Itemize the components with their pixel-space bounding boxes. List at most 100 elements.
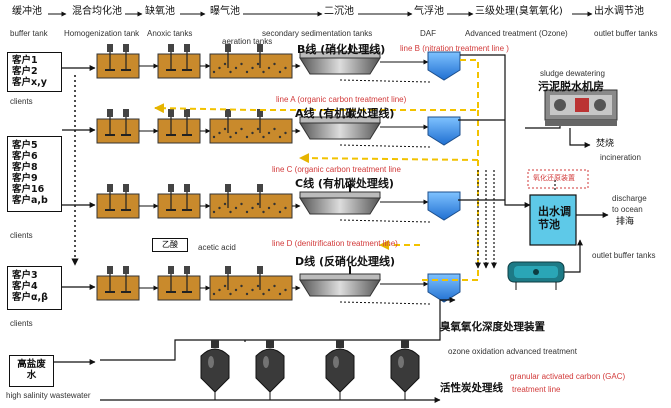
sludge-cn: 污泥脱水机房 <box>538 80 604 93</box>
line-b-mixer-1 <box>123 44 129 52</box>
line-a-aeration-tank <box>209 118 293 144</box>
saline-en: high salinity wastewater <box>6 391 91 400</box>
outlet-buffer-tank <box>529 194 577 246</box>
line-b-homog-tank <box>96 53 140 79</box>
stage-ozone-en: Advanced treatment (Ozone) <box>465 29 568 38</box>
line-d-aerator <box>225 266 231 274</box>
line-b-daf-tank <box>427 51 461 81</box>
discharge-cn: 排海 <box>616 217 635 227</box>
line-b-mixer-2 <box>168 44 174 52</box>
line-b-aeration-tank <box>209 53 293 79</box>
line-a-mixer-2 <box>168 109 174 117</box>
line-c-aeration-tank <box>209 193 293 219</box>
line-b-row <box>96 44 461 83</box>
gac-en-2: treatment line <box>512 385 561 394</box>
reduction-device <box>527 169 589 189</box>
client-2: 客户2 <box>12 66 38 77</box>
client-ab: 客户a,b <box>12 195 48 206</box>
line-c-mixer-2 <box>168 184 174 192</box>
line-d-mixer-0 <box>107 266 113 274</box>
line-b-sedimentation-tank <box>299 57 381 75</box>
outlet-buffer-en: outlet buffer tanks <box>592 251 656 260</box>
line-b-aerator <box>225 44 231 52</box>
acetic-cn: 乙酸 <box>162 240 178 249</box>
stage-homog-en: Homogenization tank <box>64 29 140 38</box>
line-c-daf-tank <box>427 191 461 221</box>
gac-column-4 <box>390 340 420 400</box>
stage-aeration-cn: 曝气池 <box>210 6 240 17</box>
outlet-tank-label: 出水调 节池 <box>538 205 571 231</box>
line-c-anoxic-tank <box>157 193 201 219</box>
line-a-daf-tank <box>427 116 461 146</box>
line-a-anoxic-tank <box>157 118 201 144</box>
client-box-3: 客户3 客户4 客户α,β <box>7 266 62 310</box>
client-1: 客户1 <box>12 55 38 66</box>
line-a-aerator <box>225 109 231 117</box>
line-d-en: line D (denitrification treatment line) <box>272 239 398 248</box>
line-a-mixer-0 <box>107 109 113 117</box>
line-a-mixer-1 <box>123 109 129 117</box>
incineration-en: incineration <box>600 153 641 162</box>
discharge-en-2: to ocean <box>612 205 643 214</box>
outlet-flows <box>100 54 609 361</box>
line-d-homog-tank <box>96 275 140 301</box>
clients-label-1: clients <box>10 97 33 106</box>
client-feed-arrows <box>54 65 96 365</box>
stage-anoxic-cn: 缺氧池 <box>145 6 175 17</box>
acetic-box: 乙酸 <box>152 238 188 252</box>
outlet-tank-cn-2: 节池 <box>538 218 560 231</box>
line-a-aerator <box>257 109 263 117</box>
gac-column-3 <box>325 340 355 400</box>
line-c-aerator <box>257 184 263 192</box>
discharge-en-1: discharge <box>612 194 647 203</box>
clients-label-2: clients <box>10 231 33 240</box>
client-9: 客户9 <box>12 173 38 184</box>
client-xy: 客户x,y <box>12 77 47 88</box>
line-d-daf-tank <box>427 273 461 303</box>
stage-buffer-cn: 缓冲池 <box>12 6 42 17</box>
ozone-cn: 臭氧氧化深度处理装置 <box>440 321 545 333</box>
sludge-en: sludge dewatering <box>540 69 605 78</box>
line-b-en: line B (nitration treatment line ) <box>400 44 509 53</box>
client-3: 客户3 <box>12 270 38 281</box>
client-box-2: 客户5 客户6 客户8 客户9 客户16 客户a,b <box>7 136 62 212</box>
line-a-title: A线 (有机碳处理线) <box>295 107 395 120</box>
incineration-cn: 焚烧 <box>596 139 615 149</box>
line-c-en: line C (organic carbon treatment line <box>272 165 401 174</box>
line-d-aeration-tank <box>209 275 293 301</box>
line-d-title: D线 (反硝化处理线) <box>295 255 396 268</box>
client-5: 客户5 <box>12 140 38 151</box>
line-c-title: C线 (有机碳处理线) <box>295 177 394 190</box>
line-a-homog-tank <box>96 118 140 144</box>
line-d-row <box>96 266 461 305</box>
stage-sedi-en: secondary sedimentation tanks <box>262 29 373 38</box>
ozone-en: ozone oxidation advanced treatment <box>448 347 577 356</box>
stage-outlet-en: outlet buffer tanks <box>594 29 658 38</box>
ozone-feed <box>475 170 497 269</box>
client-8: 客户8 <box>12 162 38 173</box>
reduction-device-label: 氧化还原装置 <box>533 175 575 182</box>
stage-buffer-en: buffer tank <box>10 29 48 38</box>
line-c-row <box>96 184 461 223</box>
line-d-anoxic-tank <box>157 275 201 301</box>
gac-cn: 活性炭处理线 <box>440 382 503 394</box>
line-b-aerator <box>257 44 263 52</box>
client-16: 客户16 <box>12 184 45 195</box>
acetic-en: acetic acid <box>198 243 236 252</box>
line-d-mixer-3 <box>184 266 190 274</box>
line-a-sedimentation-tank <box>299 122 381 140</box>
gac-column-2 <box>255 340 285 400</box>
client-6: 客户6 <box>12 151 38 162</box>
line-a-en: line A (organic carbon treatment line) <box>276 95 407 104</box>
clients-label-3: clients <box>10 319 33 328</box>
stage-aeration-en: aeration tanks <box>222 37 273 46</box>
line-d-aerator <box>257 266 263 274</box>
line-d-mixer-2 <box>168 266 174 274</box>
line-c-homog-tank <box>96 193 140 219</box>
line-c-mixer-0 <box>107 184 113 192</box>
saline-cn-2: 水 <box>26 370 37 381</box>
stage-sedi-cn: 二沉池 <box>324 6 354 17</box>
client-box-1: 客户1 客户2 客户x,y <box>7 52 62 92</box>
stage-ozone-cn: 三级处理(臭氧氧化) <box>475 6 563 17</box>
